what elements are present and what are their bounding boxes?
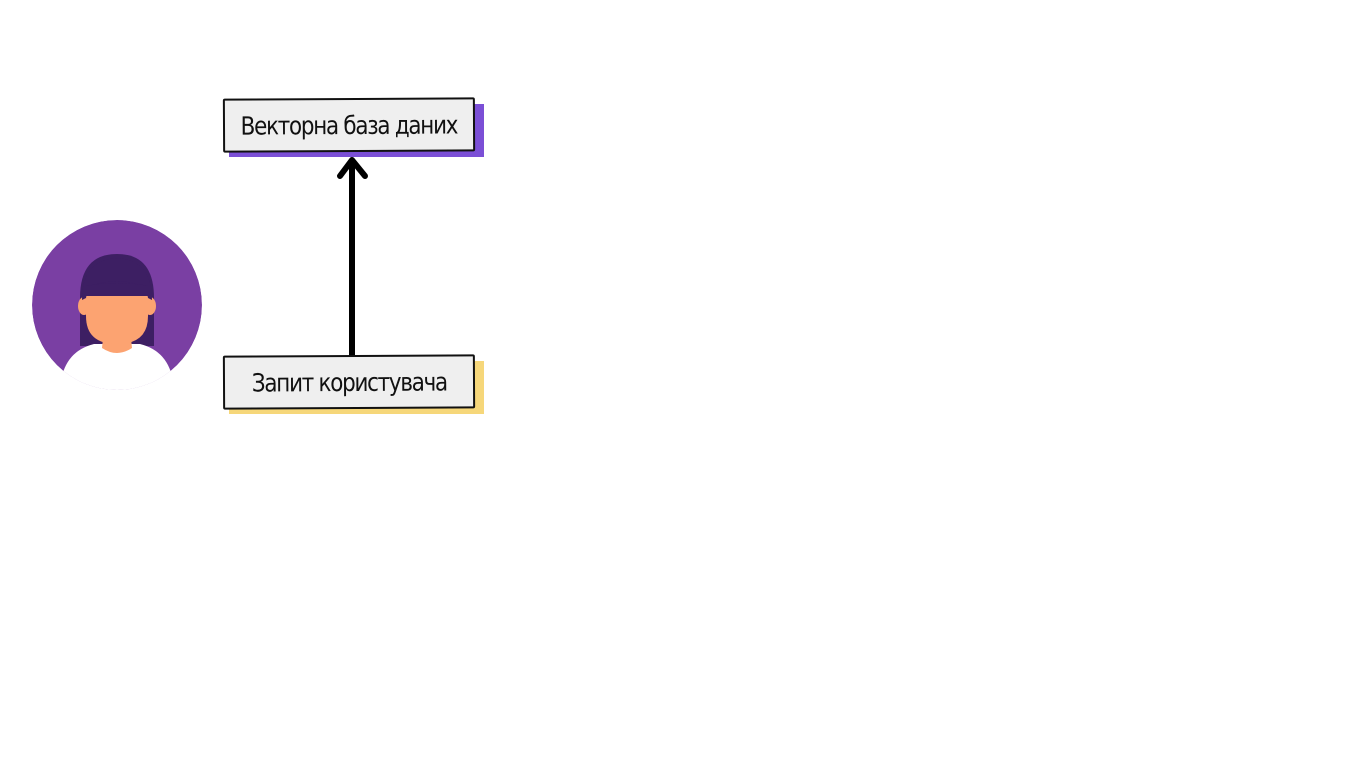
user-avatar-icon [32,220,202,390]
avatar-hair-fringe [82,258,152,300]
avatar-shirt [60,344,174,390]
avatar-svg [32,220,202,390]
node-box: Запит користувача [222,354,476,410]
avatar-face [86,288,148,344]
node-box: Векторна база даних [222,97,476,153]
node-label-vector-database: Векторна база даних [240,109,458,141]
node-user-query[interactable]: Запит користувача [222,354,484,414]
arrow-head [337,157,368,179]
node-vector-database[interactable]: Векторна база даних [222,97,484,157]
avatar-hair-fringe [86,283,148,296]
node-label-user-query: Запит користувача [251,366,447,398]
